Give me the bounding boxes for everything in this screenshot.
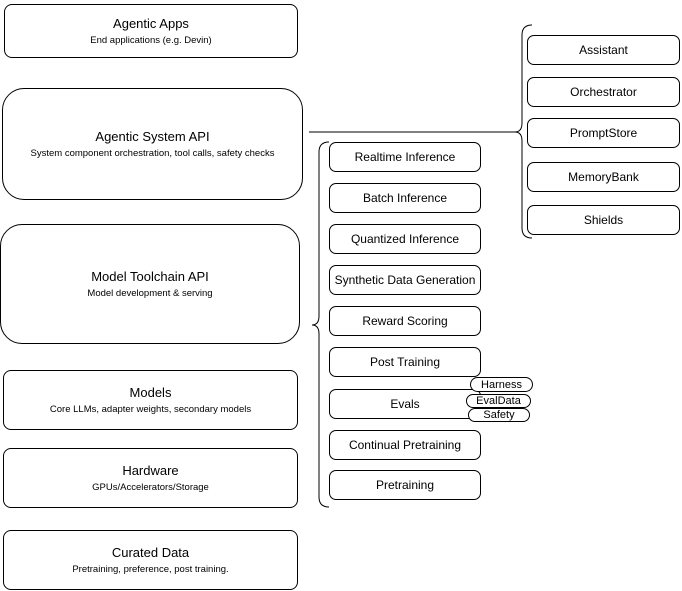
toolchain-item-post-training: Post Training [329, 347, 481, 377]
curated-data-title: Curated Data [111, 544, 190, 560]
hardware-title: Hardware [122, 462, 179, 478]
component-orchestrator: Orchestrator [527, 77, 680, 107]
toolchain-item-quantized-inference: Quantized Inference [329, 224, 481, 254]
toolchain-item-continual-pretraining: Continual Pretraining [329, 430, 481, 460]
agentic-system-api-title: Agentic System API [95, 128, 210, 144]
model-toolchain-api-box: Model Toolchain API Model development & … [0, 224, 300, 344]
component-assistant: Assistant [527, 35, 680, 65]
toolchain-bracket [311, 141, 330, 508]
agentic-system-api-subtitle: System component orchestration, tool cal… [30, 148, 275, 160]
evals-tag-safety: Safety [468, 408, 530, 422]
evals-tag-evaldata: EvalData [466, 394, 531, 408]
curated-data-box: Curated Data Pretraining, preference, po… [3, 530, 298, 590]
agentic-system-api-box: Agentic System API System component orch… [2, 88, 303, 200]
toolchain-item-reward-scoring: Reward Scoring [329, 306, 481, 336]
curated-data-subtitle: Pretraining, preference, post training. [72, 564, 229, 576]
hardware-box: Hardware GPUs/Accelerators/Storage [3, 448, 298, 508]
model-toolchain-api-title: Model Toolchain API [91, 268, 209, 284]
component-shields: Shields [527, 205, 680, 235]
evals-tag-harness: Harness [470, 377, 533, 392]
model-toolchain-api-subtitle: Model development & serving [87, 288, 213, 300]
component-memorybank: MemoryBank [527, 162, 680, 192]
toolchain-item-pretraining: Pretraining [329, 470, 481, 500]
toolchain-item-evals: Evals [329, 389, 481, 419]
toolchain-item-synthetic-data-generation: Synthetic Data Generation [329, 265, 481, 295]
agentic-apps-box: Agentic Apps End applications (e.g. Devi… [4, 4, 298, 58]
models-subtitle: Core LLMs, adapter weights, secondary mo… [49, 404, 252, 416]
models-title: Models [129, 384, 172, 400]
agentic-apps-title: Agentic Apps [113, 15, 189, 31]
component-promptstore: PromptStore [527, 118, 680, 148]
agentic-apps-subtitle: End applications (e.g. Devin) [90, 35, 212, 47]
models-box: Models Core LLMs, adapter weights, secon… [3, 370, 298, 430]
toolchain-item-realtime-inference: Realtime Inference [329, 142, 481, 172]
toolchain-item-batch-inference: Batch Inference [329, 183, 481, 213]
hardware-subtitle: GPUs/Accelerators/Storage [92, 482, 209, 494]
